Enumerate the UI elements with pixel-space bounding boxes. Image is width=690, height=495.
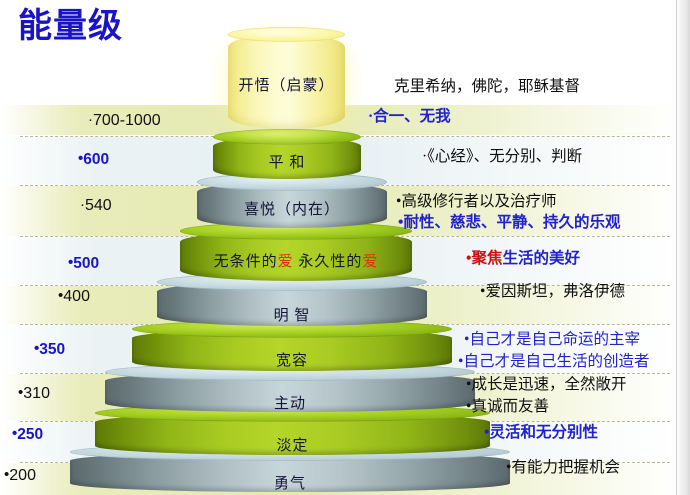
cylinder-label: 勇气 (273, 476, 306, 492)
level-value-540: ·540 (80, 196, 112, 214)
cylinder-acceptance[interactable]: 宽容 (132, 320, 452, 371)
cylinder-label: 开悟（启蒙） (238, 78, 335, 94)
cylinder-joy[interactable]: 喜悦（内在） (197, 173, 387, 228)
level-value-350: •350 (34, 340, 66, 358)
bullet-icon: • (396, 193, 402, 210)
bullet-icon: • (464, 331, 470, 348)
bullet-icon: • (480, 283, 486, 300)
cylinder-label-part: 爱 (362, 254, 379, 270)
note-200-a: •有能力把握机会 (506, 459, 620, 476)
bullet-icon: • (34, 340, 40, 357)
level-value-200: •200 (4, 466, 36, 484)
cylinder-willingness[interactable]: 主动 (105, 363, 475, 412)
bullet-icon: · (88, 111, 93, 128)
note-310-b: •真诚而友善 (466, 398, 549, 415)
note-700-1000-b: ·合一、无我 (368, 108, 451, 125)
bullet-icon: · (422, 148, 428, 165)
bullet-icon: • (398, 214, 404, 231)
note-250-a: •灵活和无分别性 (484, 424, 598, 441)
bullet-icon: • (68, 254, 74, 271)
cylinder-label: 宽容 (275, 353, 308, 369)
cylinder-reason[interactable]: 明 智 (157, 273, 427, 326)
cylinder-label: 无条件的爱 永久性的爱 (180, 250, 412, 271)
cylinder-neutrality[interactable]: 淡定 (95, 404, 490, 455)
bullet-icon: • (58, 287, 64, 304)
bullet-icon: • (484, 424, 490, 441)
level-value-700-1000: ·700-1000 (88, 111, 161, 129)
page-title: 能量级 (18, 6, 123, 46)
bullet-icon: • (466, 250, 472, 267)
bullet-icon: • (506, 459, 512, 476)
right-edge-strip (676, 0, 690, 495)
level-value-250: •250 (12, 425, 44, 443)
bullet-icon: • (18, 384, 24, 401)
note-350-a: •自己才是自己命运的主宰 (464, 331, 640, 348)
cylinder-top (228, 27, 345, 42)
cylinder-label-part: 无条件的 (213, 254, 278, 270)
cylinder-courage[interactable]: 勇气 (70, 443, 510, 492)
bullet-icon: • (78, 150, 84, 167)
cylinder-label: 平 和 (268, 155, 306, 171)
cylinder-body (228, 34, 345, 129)
note-500-a: •聚焦生活的美好 (466, 250, 580, 267)
cylinder-label: 喜悦（内在） (243, 202, 340, 218)
bullet-icon: · (368, 108, 374, 125)
level-value-500: •500 (68, 254, 100, 272)
level-value-310: •310 (18, 384, 50, 402)
note-350-b: •自己才是自己生活的创造者 (458, 353, 650, 370)
cylinder-love[interactable]: 无条件的爱 永久性的爱 (180, 222, 412, 281)
bullet-icon: • (458, 353, 464, 370)
bullet-icon: • (466, 376, 472, 393)
cylinder-enlightenment[interactable]: 开悟（启蒙） (212, 22, 361, 145)
cylinder-label-part: 爱 (277, 254, 294, 270)
note-540-b: •耐性、慈悲、平静、持久的乐观 (398, 214, 621, 231)
cylinder-label: 淡定 (276, 438, 309, 454)
level-value-400: •400 (58, 287, 90, 305)
note-540-a: •高级修行者以及治疗师 (396, 193, 557, 210)
cylinder-label: 明 智 (273, 308, 311, 324)
bullet-icon: · (80, 196, 85, 213)
cylinder-label: 主动 (273, 396, 306, 412)
bullet-icon: • (12, 425, 18, 442)
bullet-icon: • (4, 466, 10, 483)
note-700-1000-a: 克里希纳，佛陀，耶稣基督 (394, 78, 581, 95)
note-310-a: •成长是迅速，全然敞开 (466, 376, 627, 393)
level-value-600: •600 (78, 150, 110, 168)
cylinder-label-part: 永久性的 (293, 254, 363, 270)
bullet-icon: • (466, 398, 472, 415)
note-600-a: ·《心经》、无分别、判断 (422, 148, 583, 165)
note-400-a: •爱因斯坦，弗洛伊德 (480, 283, 625, 300)
